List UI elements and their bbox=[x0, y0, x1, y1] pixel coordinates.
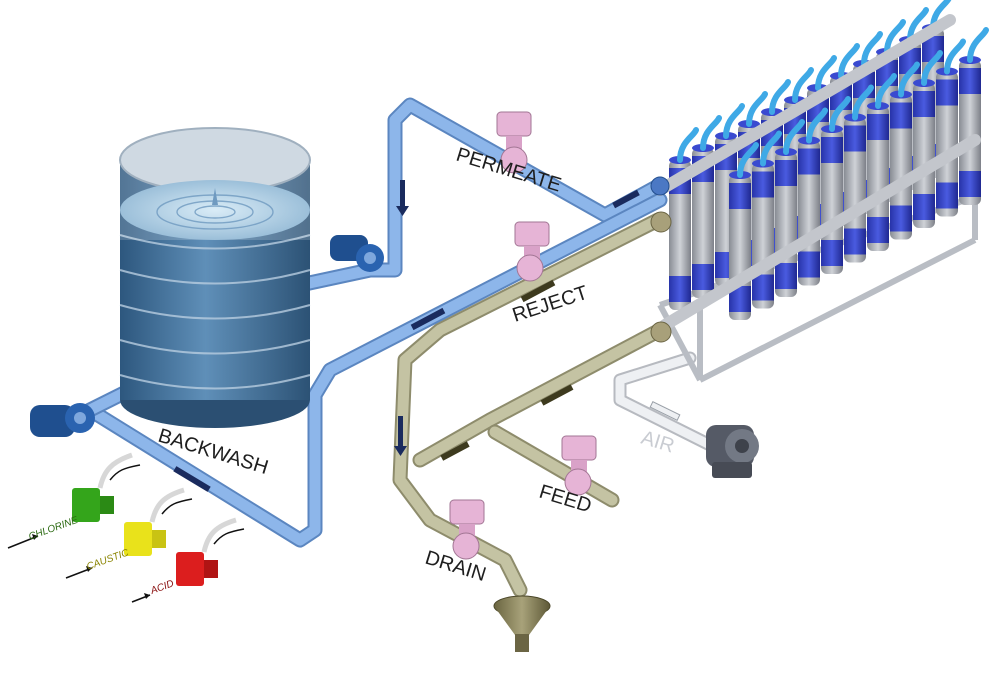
membrane-module bbox=[821, 96, 851, 274]
flow-arrow-backwash bbox=[173, 466, 211, 492]
flow-arrow-drain-line bbox=[440, 441, 470, 461]
permeate-valve bbox=[496, 111, 532, 174]
label-acid: ACID bbox=[148, 578, 175, 597]
chemical-pump-acid bbox=[131, 517, 245, 603]
flow-arrows-drain bbox=[440, 279, 574, 461]
reject-valve bbox=[514, 221, 550, 282]
flow-arrow-permeate-down bbox=[400, 180, 405, 212]
membrane-module bbox=[692, 115, 722, 298]
flow-arrow-drain-down bbox=[398, 416, 403, 450]
backwash-pump bbox=[330, 235, 384, 272]
air-pipe bbox=[613, 351, 727, 457]
membrane-module bbox=[669, 127, 699, 310]
flow-arrow-supply bbox=[410, 307, 446, 331]
drain-valve bbox=[449, 499, 485, 560]
storage-tank bbox=[119, 127, 311, 428]
label-caustic: CAUSTIC bbox=[85, 547, 131, 573]
water-surface bbox=[120, 180, 310, 240]
flow-arrows bbox=[173, 180, 640, 492]
membrane-module bbox=[890, 61, 920, 240]
flow-arrow-air bbox=[649, 401, 681, 421]
membrane-module bbox=[913, 50, 943, 228]
flow-arrow-reject bbox=[520, 279, 556, 303]
chemical-pump-chlorine bbox=[7, 452, 141, 549]
drain-funnel bbox=[493, 595, 551, 652]
chemical-pump-caustic bbox=[65, 487, 193, 579]
membrane-skid bbox=[650, 0, 989, 383]
water-pipe-network bbox=[82, 97, 668, 548]
drain-pipe-network bbox=[392, 212, 668, 598]
membrane-module bbox=[936, 38, 966, 217]
feed-valve bbox=[561, 435, 597, 496]
membrane-module bbox=[844, 84, 874, 263]
feed-pump bbox=[30, 403, 95, 437]
label-chlorine: CHLORINE bbox=[27, 515, 80, 543]
label-backwash: BACKWASH bbox=[156, 425, 271, 479]
flow-arrow-lower bbox=[540, 384, 574, 406]
membrane-module bbox=[867, 73, 897, 251]
flow-arrow-permeate-top bbox=[612, 189, 640, 209]
membrane-module bbox=[959, 27, 989, 205]
air-blower bbox=[706, 425, 759, 478]
